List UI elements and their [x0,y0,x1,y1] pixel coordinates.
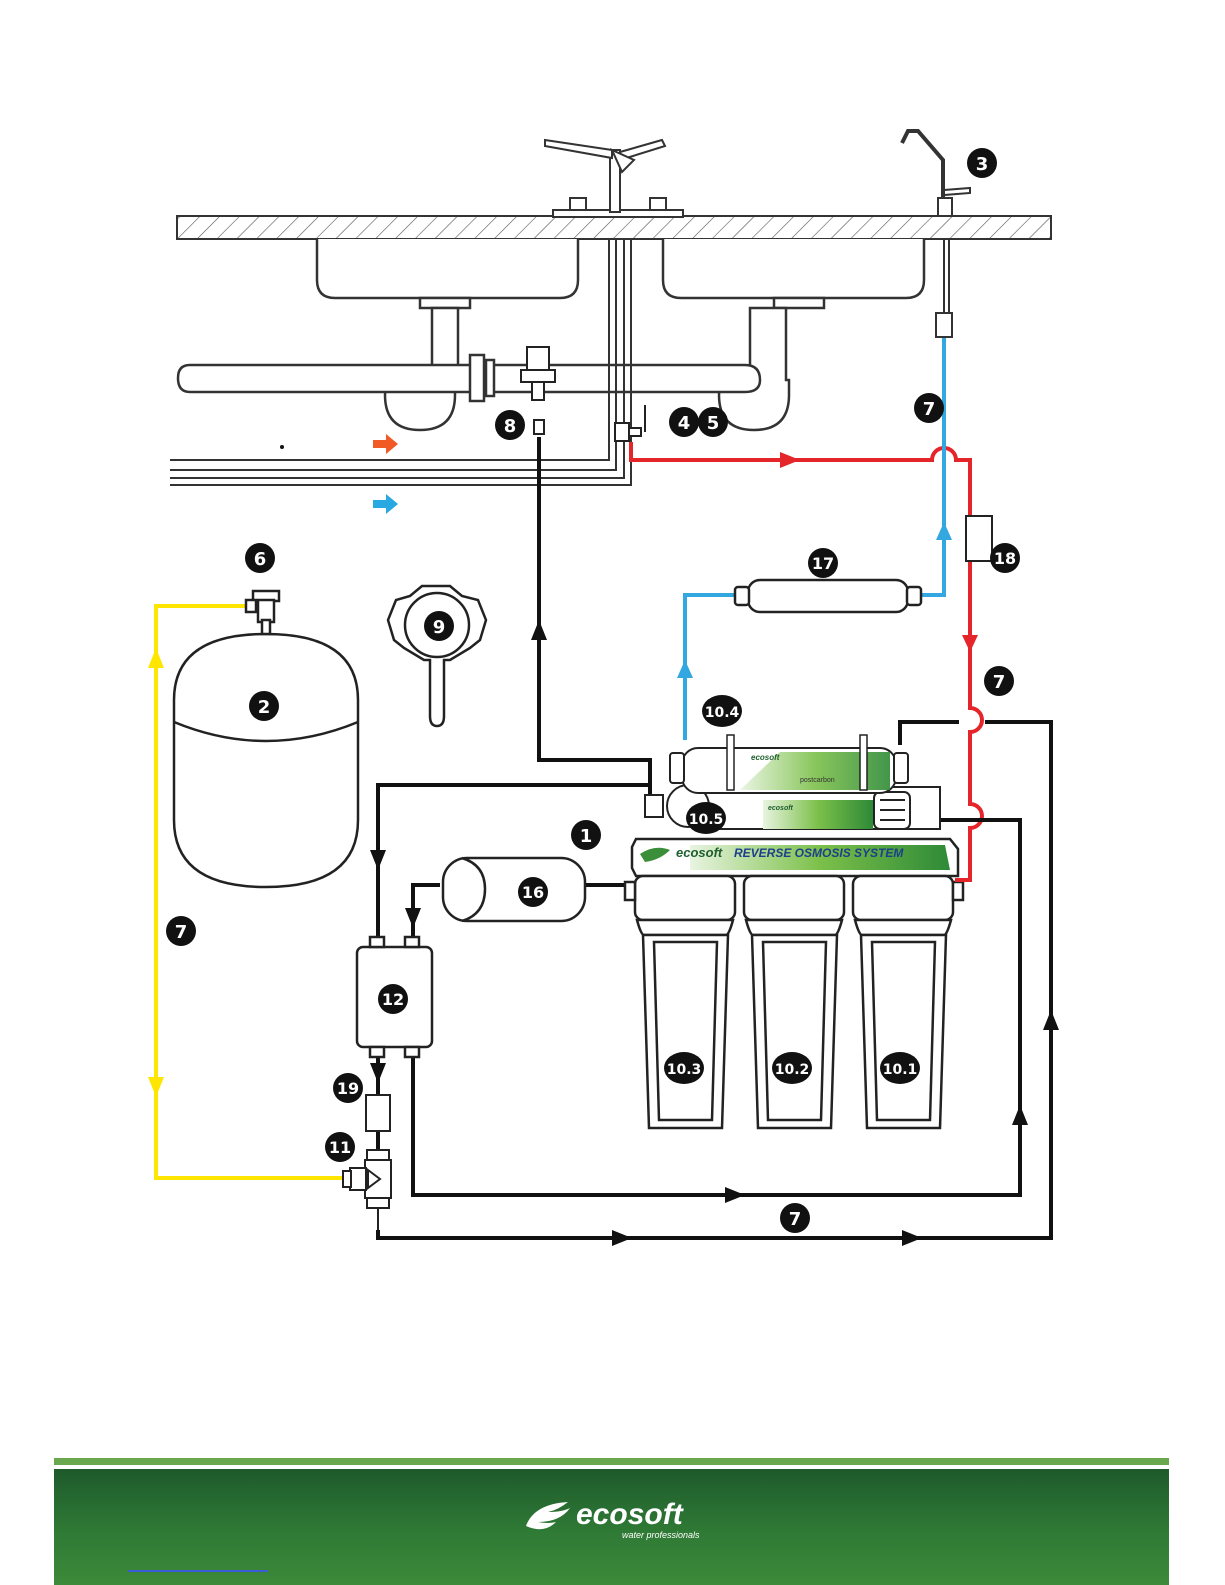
badge-10-2: 10.2 [772,1052,812,1084]
footer-tagline: water professionals [622,1530,700,1540]
svg-text:9: 9 [433,617,446,638]
badge-19: 19 [333,1073,363,1103]
svg-text:10.5: 10.5 [689,812,724,828]
svg-text:2: 2 [258,697,271,718]
badge-16: 16 [518,877,548,907]
leaf-icon [526,1502,570,1529]
svg-text:7: 7 [993,672,1006,693]
badge-7-right: 7 [984,666,1014,696]
tank-arrow-down [148,1077,164,1097]
badge-8: 8 [495,410,525,440]
svg-text:10.1: 10.1 [883,1062,918,1078]
badge-4: 4 [669,407,699,437]
badge-12: 12 [378,984,408,1014]
prefilter-housings [625,876,963,1128]
badge-18: 18 [990,543,1020,573]
footer-link-underline[interactable] [128,1570,268,1572]
svg-text:18: 18 [994,549,1016,568]
svg-text:5: 5 [707,413,720,434]
badge-2: 2 [249,691,279,721]
badge-10-4: 10.4 [702,695,742,727]
post-filter-17 [735,580,921,612]
unit-brand: ecosoft [676,845,723,860]
svg-text:11: 11 [329,1138,351,1157]
component-16 [443,858,585,921]
cold-water-arrow-icon [373,494,398,514]
kitchen-faucet-icon [545,140,683,217]
badge-5: 5 [698,407,728,437]
svg-text:4: 4 [678,413,691,434]
ro-faucet-icon [902,131,970,216]
left-sink [317,239,578,298]
badge-11: 11 [325,1132,355,1162]
badge-7-bottom: 7 [780,1203,810,1233]
svg-text:10.2: 10.2 [775,1062,810,1078]
badge-9: 9 [424,611,454,641]
drain-pipes [178,298,824,430]
badge-10-5: 10.5 [686,802,726,834]
svg-text:10.3: 10.3 [667,1062,702,1078]
right-sink [663,239,924,298]
tee-valve-11 [343,1150,391,1230]
svg-text:12: 12 [382,990,404,1009]
storage-tank [174,591,358,887]
footer-brand: ecosoft [576,1498,685,1531]
svg-text:16: 16 [522,883,544,902]
svg-text:7: 7 [789,1209,802,1230]
postfilter-label: postcarbon [800,777,835,784]
badge-1: 1 [571,820,601,850]
badge-10-3: 10.3 [664,1052,704,1084]
postfilter-brand: ecosoft [751,753,780,762]
svg-text:7: 7 [923,399,936,420]
badge-17: 17 [808,548,838,578]
svg-text:3: 3 [976,154,989,175]
footer: ecosoft water professionals [54,1458,1169,1585]
badge-7-top: 7 [914,393,944,423]
countertop [177,216,1051,239]
badge-7-left: 7 [166,916,196,946]
membrane-brand: ecosoft [768,805,794,812]
svg-text:8: 8 [504,416,517,437]
svg-text:7: 7 [175,922,188,943]
badge-6: 6 [245,543,275,573]
flow-control-icon [874,792,910,829]
unit-title: REVERSE OSMOSIS SYSTEM [734,846,904,860]
badge-3: 3 [967,148,997,178]
svg-text:10.4: 10.4 [705,705,740,721]
ecosoft-logo: ecosoft water professionals [524,1488,724,1548]
svg-text:1: 1 [580,826,593,847]
hot-water-arrow-icon [373,434,398,454]
component-19 [366,1095,390,1131]
component-18 [966,516,992,561]
badge-10-1: 10.1 [880,1052,920,1084]
housing-wrench-icon [388,586,486,726]
tank-arrow-up [148,648,164,668]
svg-text:17: 17 [812,554,834,573]
footer-accent-line [54,1458,1169,1465]
dot [280,445,284,449]
svg-text:19: 19 [337,1079,359,1098]
svg-text:6: 6 [254,549,267,570]
